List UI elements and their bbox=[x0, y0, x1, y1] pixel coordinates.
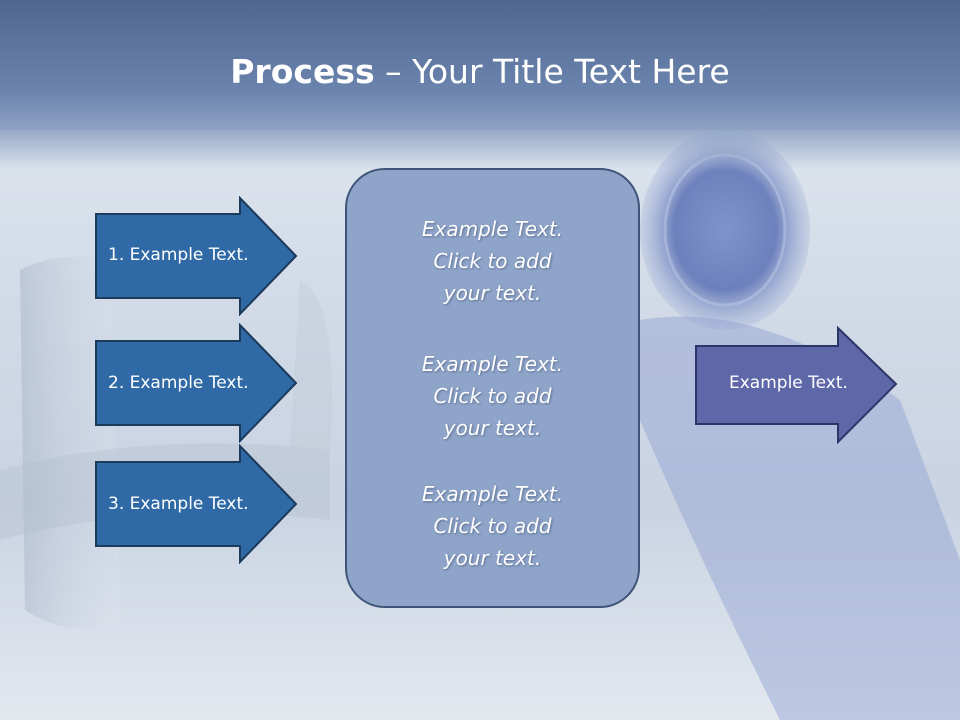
center-text-block-2[interactable]: Example Text. Click to add your text. bbox=[345, 348, 640, 444]
center-text-block-1[interactable]: Example Text. Click to add your text. bbox=[345, 213, 640, 309]
block-3-line-3: your text. bbox=[443, 546, 542, 570]
left-arrow-2-label: 2. Example Text. bbox=[108, 373, 249, 393]
title-bar bbox=[0, 0, 960, 130]
left-arrow-2[interactable] bbox=[94, 323, 300, 443]
block-3-line-2: Click to add bbox=[433, 514, 552, 538]
block-3-line-1: Example Text. bbox=[421, 482, 564, 506]
right-arrow[interactable] bbox=[694, 326, 900, 446]
title-bold: Process bbox=[230, 52, 375, 91]
block-1-line-3: your text. bbox=[443, 281, 542, 305]
block-2-line-2: Click to add bbox=[433, 384, 552, 408]
title-bar-fade bbox=[0, 130, 960, 170]
left-arrow-1[interactable] bbox=[94, 196, 300, 316]
slide-title[interactable]: Process – Your Title Text Here bbox=[0, 52, 960, 91]
center-text-box[interactable] bbox=[345, 168, 640, 608]
right-arrow-label: Example Text. bbox=[729, 373, 848, 393]
left-arrow-3[interactable] bbox=[94, 444, 300, 564]
left-arrow-3-label: 3. Example Text. bbox=[108, 494, 249, 514]
block-1-line-2: Click to add bbox=[433, 249, 552, 273]
left-arrow-1-label: 1. Example Text. bbox=[108, 245, 249, 265]
block-1-line-1: Example Text. bbox=[421, 217, 564, 241]
title-rest: – Your Title Text Here bbox=[374, 52, 730, 91]
block-2-line-1: Example Text. bbox=[421, 352, 564, 376]
block-2-line-3: your text. bbox=[443, 416, 542, 440]
center-text-block-3[interactable]: Example Text. Click to add your text. bbox=[345, 478, 640, 574]
